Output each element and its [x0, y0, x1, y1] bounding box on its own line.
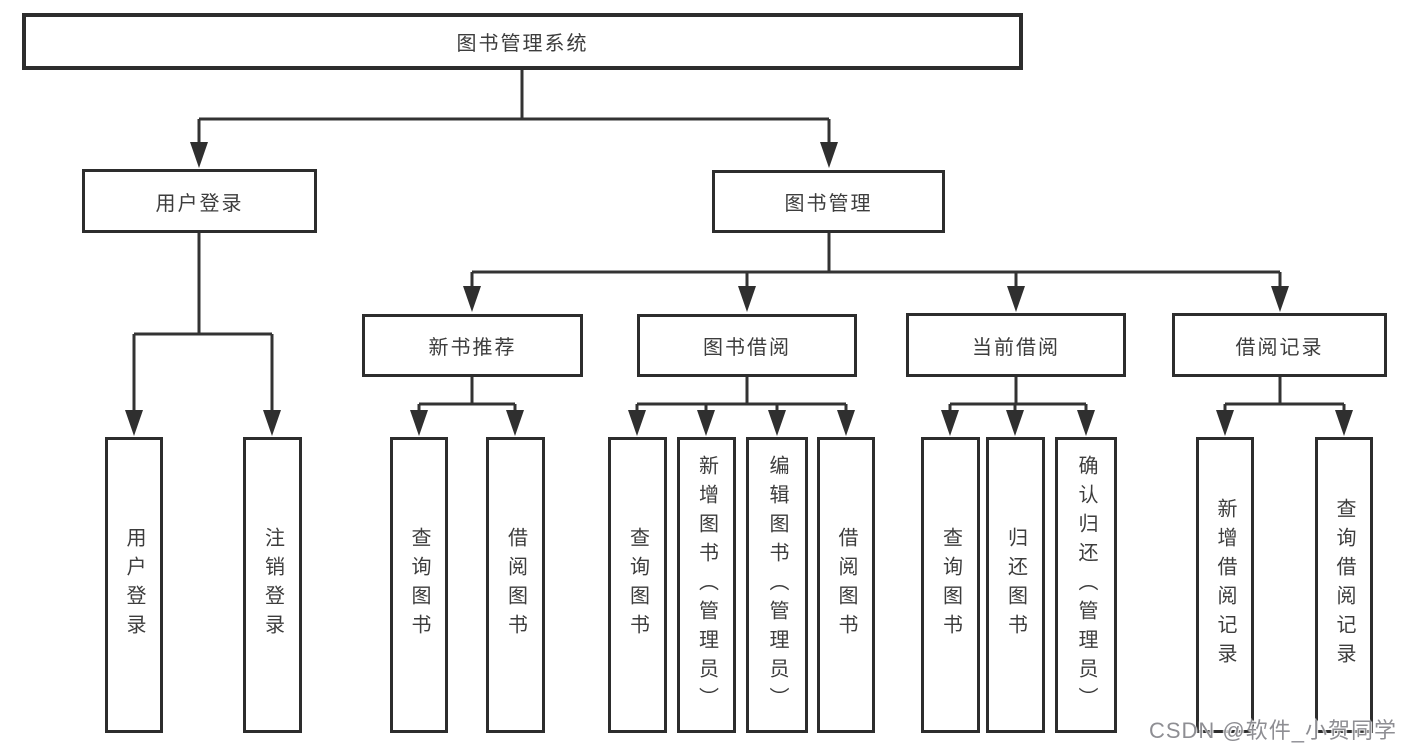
node-borrowing-add-books-admin-label: 新增图书（管理员）: [695, 454, 718, 716]
arrowhead-icon: [1077, 410, 1095, 436]
arrowhead-icon: [1335, 410, 1353, 436]
connector-new-books: [417, 377, 517, 416]
node-borrowing-borrow-books-label: 借阅图书: [835, 527, 857, 643]
arrowhead-icon: [125, 410, 143, 436]
arrowhead-icon: [820, 142, 838, 168]
arrowhead-icon: [697, 410, 715, 436]
node-current-borrowing-label: 当前借阅: [972, 336, 1060, 359]
node-book-borrowing-label: 图书借阅: [703, 337, 791, 359]
node-borrow-records-label: 借阅记录: [1235, 336, 1324, 359]
node-current-confirm-return-admin: 确认归还（管理员）: [1055, 437, 1117, 733]
node-new-book-recommend: 新书推荐: [362, 314, 583, 377]
node-borrowing-edit-books-admin-label: 编辑图书（管理员）: [766, 454, 788, 716]
arrowhead-icon: [506, 410, 524, 436]
node-user-login-label: 用户登录: [155, 192, 244, 215]
arrowhead-icon: [410, 410, 428, 436]
node-borrowing-borrow-books: 借阅图书: [817, 437, 875, 733]
node-book-management: 图书管理: [712, 170, 945, 233]
node-records-query-record: 查询借阅记录: [1315, 437, 1373, 733]
arrowhead-icon: [1007, 286, 1025, 312]
node-current-query-books-label: 查询图书: [939, 527, 962, 643]
arrowhead-icon: [768, 410, 786, 436]
node-book-borrowing: 图书借阅: [637, 314, 857, 377]
arrowhead-icon: [837, 410, 855, 436]
arrowhead-icon: [941, 410, 959, 436]
node-new-book-recommend-label: 新书推荐: [428, 337, 517, 359]
node-current-confirm-return-admin-label: 确认归还（管理员）: [1075, 454, 1097, 716]
node-current-return-books-label: 归还图书: [1004, 527, 1027, 643]
csdn-watermark: CSDN @软件_小贺同学: [1148, 718, 1397, 743]
arrowhead-icon: [463, 286, 481, 312]
node-borrowing-query-books: 查询图书: [608, 437, 667, 733]
arrowhead-icon: [1216, 410, 1234, 436]
arrowhead-icon: [1006, 410, 1024, 436]
node-current-query-books: 查询图书: [921, 437, 980, 733]
node-borrowing-add-books-admin: 新增图书（管理员）: [677, 437, 736, 733]
connector-user-login: [132, 232, 274, 416]
node-logout: 注销登录: [243, 437, 302, 733]
node-borrowing-query-books-label: 查询图书: [626, 527, 649, 643]
arrowhead-icon: [738, 286, 756, 312]
arrowhead-icon: [263, 410, 281, 436]
arrowheads: [125, 142, 1353, 436]
node-user-login: 用户登录: [82, 169, 317, 233]
node-records-query-record-label: 查询借阅记录: [1333, 498, 1355, 672]
node-login-label: 用户登录: [123, 527, 145, 643]
node-logout-label: 注销登录: [261, 527, 284, 643]
node-login: 用户登录: [105, 437, 163, 733]
connector-book-management: [470, 232, 1282, 292]
connector-root: [197, 68, 831, 148]
node-borrowing-edit-books-admin: 编辑图书（管理员）: [746, 437, 808, 733]
node-borrow-records: 借阅记录: [1172, 313, 1387, 377]
node-current-borrowing: 当前借阅: [906, 313, 1126, 377]
node-records-add-record-label: 新增借阅记录: [1214, 498, 1236, 672]
node-root: 图书管理系统: [22, 13, 1023, 70]
node-newbooks-query-books-label: 查询图书: [408, 527, 430, 643]
node-newbooks-borrow-books: 借阅图书: [486, 437, 545, 733]
node-root-label: 图书管理系统: [456, 33, 589, 55]
node-newbooks-borrow-books-label: 借阅图书: [504, 527, 527, 643]
node-records-add-record: 新增借阅记录: [1196, 437, 1254, 733]
node-current-return-books: 归还图书: [986, 437, 1045, 733]
arrowhead-icon: [190, 142, 208, 168]
connector-records: [1223, 376, 1346, 416]
node-book-management-label: 图书管理: [784, 193, 873, 215]
arrowhead-icon: [1271, 286, 1289, 312]
arrowhead-icon: [628, 410, 646, 436]
node-newbooks-query-books: 查询图书: [390, 437, 448, 733]
connector-borrowing: [635, 377, 848, 416]
